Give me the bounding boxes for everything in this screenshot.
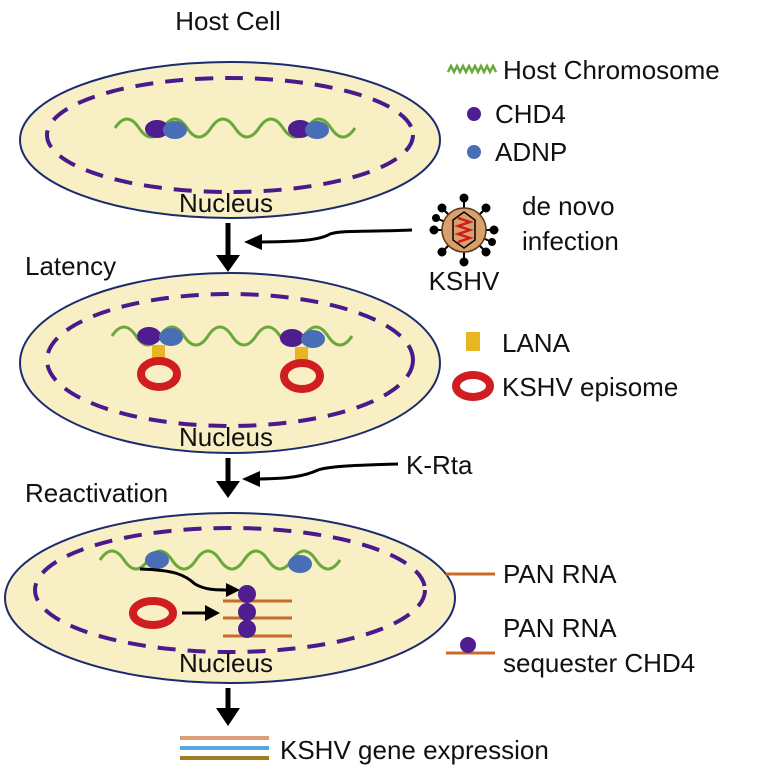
legend-pan-rna-seq-line2: sequester CHD4 [503,648,695,678]
chd4-protein [137,327,161,345]
infection-label-line1: de novo [522,191,615,221]
legend-adnp: ADNP [495,137,567,167]
chd4-protein [238,585,256,603]
nucleus-envelope [33,526,427,654]
adnp-protein [305,121,329,139]
kshv-episome [280,359,324,393]
krta-arrow [251,462,399,481]
gene-expression-icon [180,736,269,760]
legend-pan-rna-seq-line1: PAN RNA [503,613,617,643]
kshv-episome [129,597,177,629]
virus-name: KSHV [429,266,500,296]
title-host-cell: Host Cell [175,6,280,36]
stage-arrowhead [216,255,240,272]
chd4-relocation-arrowhead [226,583,240,597]
legend-kshv-episome: KSHV episome [502,372,678,402]
krta-arrowhead [242,471,260,487]
cell-membrane [19,272,441,454]
infection-arrowhead [244,234,262,250]
chd4-relocation-arrow [139,567,233,592]
nucleus-label: Nucleus [179,648,273,678]
stage-label-latency: Latency [25,251,116,281]
infection-arrow [251,228,413,244]
lana-protein [152,345,165,361]
lana-icon [466,332,480,351]
chd4-protein [280,329,304,347]
krta-label: K-Rta [406,450,473,480]
legend-host-chromosome: Host Chromosome [503,55,720,85]
host-cell-reactivation: Nucleus [4,512,456,684]
infection-label-line2: infection [522,226,619,256]
nucleus-label: Nucleus [179,422,273,452]
kshv-virion-icon [429,193,499,267]
stage-arrowhead [216,481,240,498]
stage-label-reactivation: Reactivation [25,478,168,508]
legend-chd4: CHD4 [495,99,566,129]
legend-lana: LANA [502,328,571,358]
nucleus-label: Nucleus [179,188,273,218]
chd4-protein [238,620,256,638]
host-cell-latency: Nucleus [19,272,441,454]
host-chromosome [98,549,342,571]
adnp-protein [301,330,325,348]
gene-expression-label: KSHV gene expression [280,735,549,765]
stage-arrowhead [216,708,240,726]
adnp-protein [145,551,169,569]
host-chromosome-icon [446,63,498,75]
adnp-icon [467,145,481,159]
adnp-protein [163,121,187,139]
transcription-arrowhead [205,605,220,621]
chd4-bound-icon [460,637,476,653]
chd4-protein [238,603,256,621]
adnp-protein [288,555,312,573]
kshv-episome [137,357,181,391]
cell-membrane [19,61,441,219]
legend-pan-rna: PAN RNA [503,559,617,589]
chd4-protein [145,120,169,138]
legend: Host Chromosome CHD4 ADNP LANA KSHV epis… [446,55,720,678]
adnp-protein [159,328,183,346]
lana-protein [295,347,308,363]
chd4-icon [467,107,481,121]
host-cell-1: Nucleus [19,61,441,219]
nucleus-envelope [45,292,415,428]
kshv-episome-icon [452,371,494,401]
nucleus-envelope [45,76,415,194]
